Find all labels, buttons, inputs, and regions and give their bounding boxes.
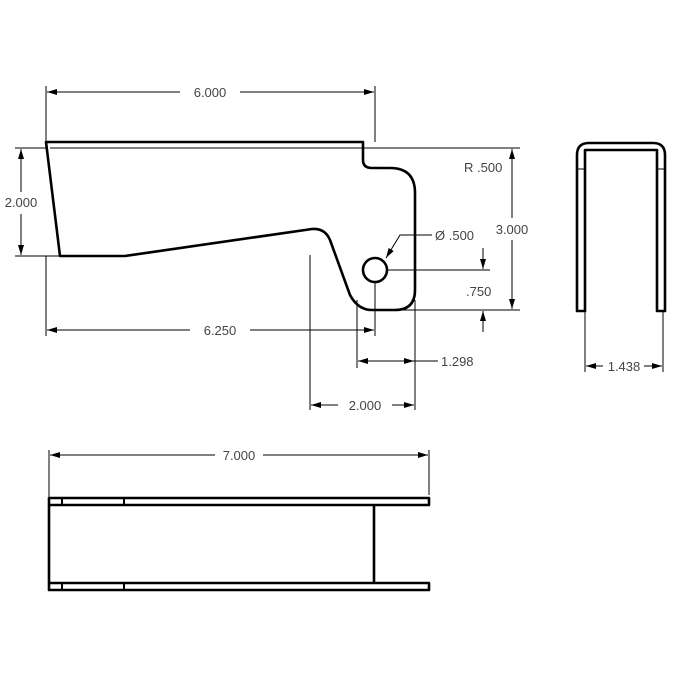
dim-radius: R .500 — [464, 160, 502, 175]
dim-2000-lower: 2.000 — [349, 398, 382, 413]
dim-7000: 7.000 — [223, 448, 256, 463]
dim-1438: 1.438 — [608, 359, 641, 374]
dim-750: .750 — [466, 284, 491, 299]
side-view-dimensions: 6.000 2.000 3.000 R .500 Ø .500 .750 6.2… — [5, 85, 529, 413]
end-view: 1.438 — [575, 141, 667, 374]
dim-3000: 3.000 — [496, 222, 529, 237]
dim-2000-left: 2.000 — [5, 195, 38, 210]
side-view-outline — [44, 140, 417, 312]
dim-6000: 6.000 — [194, 85, 227, 100]
dim-1298: 1.298 — [441, 354, 474, 369]
dim-6250: 6.250 — [204, 323, 237, 338]
top-view: 7.000 — [47, 448, 431, 592]
dim-hole-diameter: Ø .500 — [435, 228, 474, 243]
hole — [361, 256, 389, 284]
side-view — [44, 140, 417, 312]
